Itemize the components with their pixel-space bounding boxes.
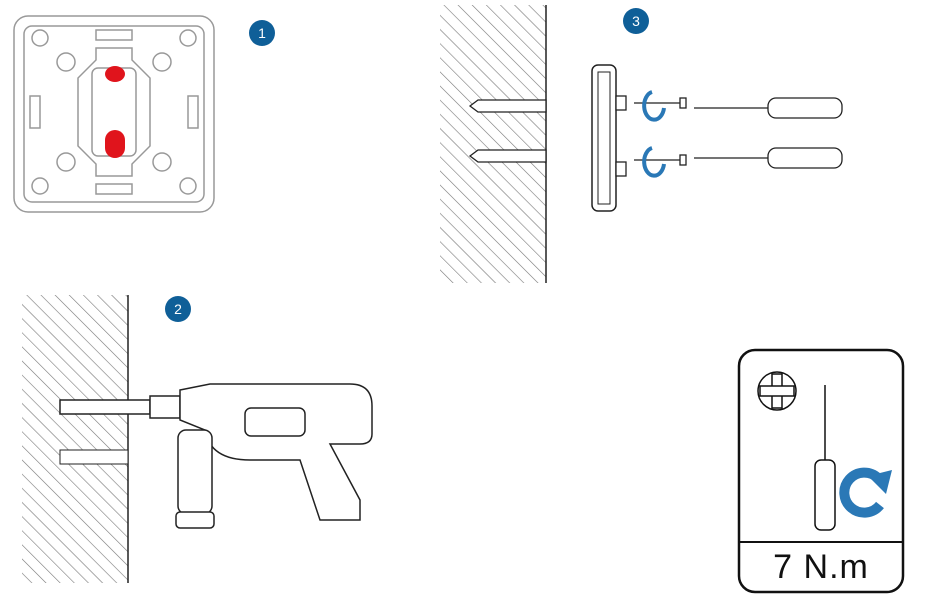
mounting-plate-side [591, 64, 617, 212]
rotate-clockwise-icon [839, 467, 884, 518]
step-badge-1: 1 [249, 20, 275, 46]
step-badge-2: 2 [165, 296, 191, 322]
screws [615, 95, 687, 177]
screwdriver-icon [814, 385, 836, 531]
step-badge-3: 3 [623, 8, 649, 34]
torque-label: 7 N.m [773, 547, 869, 586]
red-marker-top [105, 66, 125, 82]
mounting-plate [13, 15, 215, 213]
drill-icon [59, 383, 373, 529]
phillips-head-icon [757, 371, 797, 411]
screwdriver-icon [694, 97, 843, 169]
drilled-hole [59, 449, 129, 465]
torque-spec-box [737, 348, 905, 594]
wall-hatch-2 [22, 295, 128, 583]
rotate-arrow-icon [642, 90, 666, 178]
wall-anchors [468, 99, 547, 163]
red-marker-bottom [105, 130, 125, 158]
wall-hatch-3 [440, 5, 546, 283]
